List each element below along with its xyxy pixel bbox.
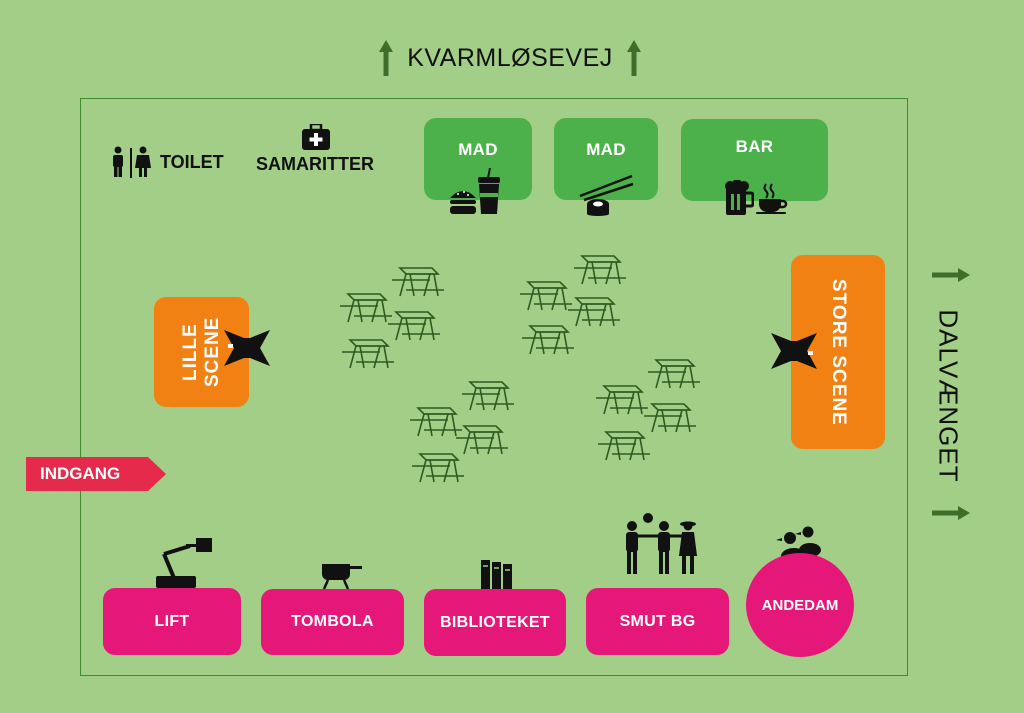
picnic-table-icon bbox=[597, 431, 651, 461]
picnic-table-icon bbox=[519, 281, 573, 311]
bar-label: BAR bbox=[735, 137, 774, 156]
picnic-table-icon bbox=[341, 339, 395, 369]
picnic-table-icon bbox=[595, 385, 649, 415]
mad-label-1: MAD bbox=[458, 140, 498, 159]
picnic-table-icon bbox=[573, 255, 627, 285]
picnic-table-icon bbox=[647, 359, 701, 389]
arrow-up-icon bbox=[932, 268, 970, 282]
food-stand-bar[interactable]: BAR bbox=[681, 119, 828, 201]
coffee-cup-icon bbox=[756, 182, 788, 214]
people-icon bbox=[620, 512, 702, 576]
picnic-table-icon bbox=[391, 267, 445, 297]
street-kvarmlosevej: KVARMLØSEVEJ bbox=[300, 38, 720, 78]
activity-lift[interactable]: LIFT bbox=[103, 588, 241, 655]
arrow-up-icon bbox=[932, 506, 970, 520]
grill-icon bbox=[320, 560, 364, 590]
drink-cup-icon bbox=[477, 168, 501, 216]
activity-andedam[interactable]: ANDEDAM bbox=[746, 553, 854, 657]
stage-icon bbox=[769, 333, 819, 369]
smut-label: SMUT BG bbox=[619, 612, 696, 630]
activity-tombola[interactable]: TOMBOLA bbox=[261, 589, 404, 655]
burger-icon bbox=[449, 170, 477, 216]
mad-label-2: MAD bbox=[586, 140, 626, 159]
sushi-icon bbox=[578, 174, 634, 216]
andedam-label: ANDEDAM bbox=[761, 596, 839, 614]
picnic-table-icon bbox=[411, 453, 465, 483]
picnic-table-icon bbox=[455, 425, 509, 455]
picnic-table-icon bbox=[567, 297, 621, 327]
stage-store-scene[interactable]: STORE SCENE bbox=[791, 255, 885, 449]
picnic-table-icon bbox=[387, 311, 441, 341]
entrance-sign[interactable]: INDGANG bbox=[26, 457, 166, 491]
beer-mug-icon bbox=[724, 180, 754, 216]
street-dalvaenget: DALVÆNGET bbox=[918, 268, 978, 524]
food-stand-mad-1[interactable]: MAD bbox=[424, 118, 532, 200]
store-scene-label: STORE SCENE bbox=[828, 278, 849, 426]
picnic-table-icon bbox=[339, 293, 393, 323]
picnic-table-icon bbox=[643, 403, 697, 433]
picnic-table-icon bbox=[461, 381, 515, 411]
festival-grounds bbox=[80, 98, 908, 676]
entrance-label: INDGANG bbox=[40, 464, 121, 483]
stage-icon bbox=[222, 330, 272, 366]
arrow-up-icon bbox=[379, 40, 394, 76]
biblioteket-label: BIBLIOTEKET bbox=[440, 613, 550, 631]
arrow-up-icon bbox=[626, 40, 641, 76]
toilet-label: TOILET bbox=[160, 151, 224, 172]
samaritter-label[interactable]: SAMARITTER bbox=[256, 154, 374, 174]
tombola-label: TOMBOLA bbox=[291, 613, 374, 630]
street-top-label: KVARMLØSEVEJ bbox=[407, 43, 613, 72]
picnic-table-icon bbox=[409, 407, 463, 437]
activity-smut-bg[interactable]: SMUT BG bbox=[586, 588, 729, 655]
toilet-area[interactable]: TOILET bbox=[110, 146, 224, 178]
first-aid-kit-icon bbox=[302, 124, 330, 150]
picnic-table-icon bbox=[521, 325, 575, 355]
lift-label: LIFT bbox=[154, 612, 190, 630]
toilet-icon bbox=[113, 146, 151, 178]
activity-biblioteket[interactable]: BIBLIOTEKET bbox=[424, 589, 566, 656]
books-icon bbox=[479, 558, 517, 596]
